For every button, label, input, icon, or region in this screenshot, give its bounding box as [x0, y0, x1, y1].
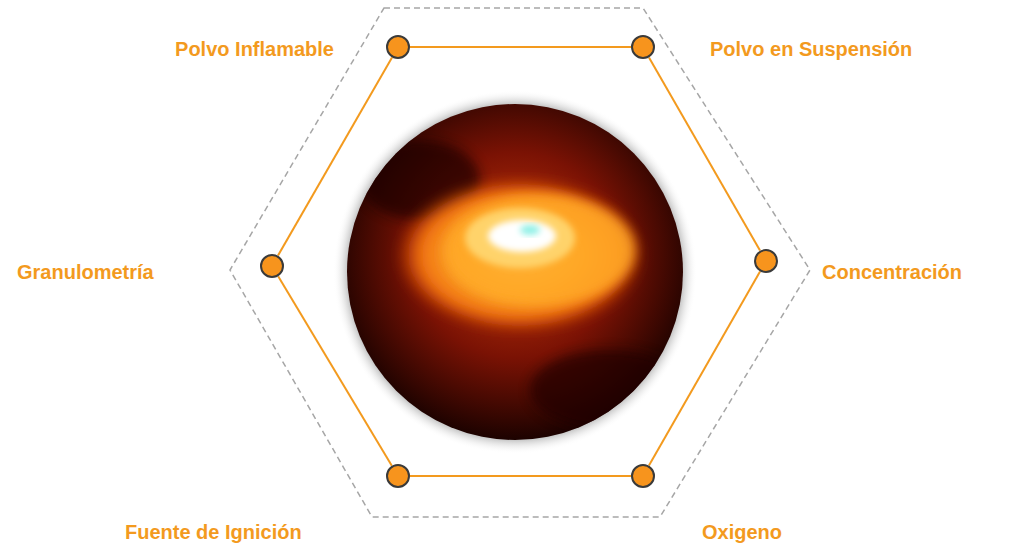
factor-dot: Granulometría [260, 254, 284, 278]
factor-dot: Concentración [754, 249, 778, 273]
ring-connector [649, 57, 760, 250]
factor-dot: Fuente de Ignición [386, 464, 410, 488]
ring-connector [410, 47, 631, 48]
factor-label: Granulometría [17, 260, 154, 284]
factor-dot: Polvo en Suspensión [631, 35, 655, 59]
factor-label: Polvo en Suspensión [710, 37, 912, 61]
factor-label: Fuente de Ignición [125, 520, 302, 544]
factor-dot: Oxigeno [631, 464, 655, 488]
ring-connector [410, 476, 631, 477]
ring-connector [649, 271, 760, 465]
factor-label: Oxigeno [702, 520, 782, 544]
ring-connector [278, 276, 392, 465]
ring-connector [278, 57, 392, 255]
factor-dot: Polvo Inflamable [386, 35, 410, 59]
factor-label: Concentración [822, 260, 962, 284]
dashed-hexagon [230, 8, 810, 517]
factor-label: Polvo Inflamable [175, 37, 334, 61]
